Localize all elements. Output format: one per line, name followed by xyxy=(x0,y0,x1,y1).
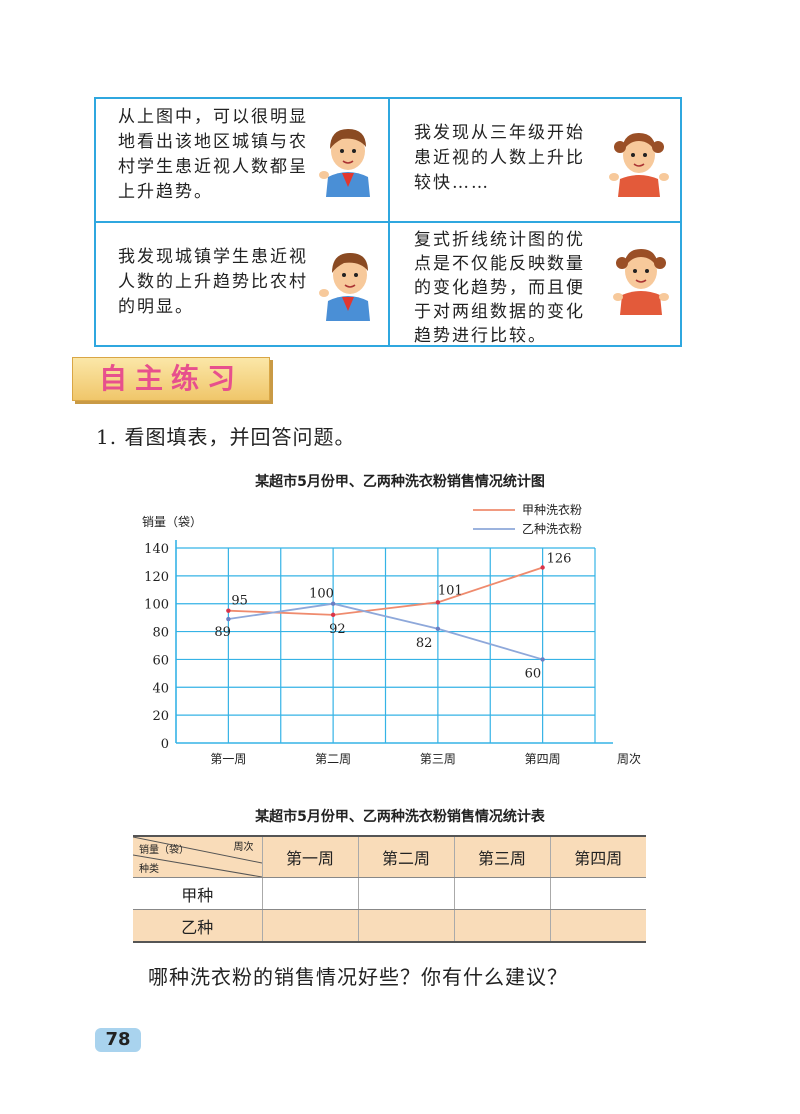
x-tick-label: 第三周 xyxy=(420,752,456,766)
table-cell-blank[interactable] xyxy=(261,877,358,910)
chart-series: 95 92 101 126 89 100 82 60 xyxy=(214,552,571,682)
table-cell-blank[interactable] xyxy=(453,877,550,910)
data-point xyxy=(540,565,545,570)
speech-line: 村学生患近视人数都呈 xyxy=(118,157,308,177)
table-cell-blank[interactable] xyxy=(549,909,646,943)
speech-line: 的变化趋势，而且便 xyxy=(414,278,585,298)
y-tick-label: 20 xyxy=(152,709,169,724)
y-axis-label: 销量（袋） xyxy=(142,515,202,529)
speech-line: 点是不仅能反映数量 xyxy=(414,254,585,274)
data-point xyxy=(226,608,231,613)
data-label: 60 xyxy=(525,666,542,681)
table-cell-blank[interactable] xyxy=(261,909,358,943)
data-label: 126 xyxy=(547,552,572,567)
discussion-grid: 从上图中，可以很明显 地看出该地区城镇与农 村学生患近视人数都呈 上升趋势。 我… xyxy=(94,97,682,347)
table-column-header: 第三周 xyxy=(453,835,550,878)
table-cell-blank[interactable] xyxy=(357,909,454,943)
table-column-header: 第二周 xyxy=(357,835,454,878)
table-column-header: 第四周 xyxy=(549,835,646,878)
y-tick-label: 100 xyxy=(144,598,169,613)
speech-line: 趋势进行比较。 xyxy=(414,326,547,346)
speech-bottom-left: 我发现城镇学生患近视 人数的上升趋势比农村 的明显。 xyxy=(118,245,308,320)
data-table: 销量（袋） 周次 种类 第一周 第二周 第三周 第四周 甲种 乙种 xyxy=(133,835,646,943)
speech-bottom-right: 复式折线统计图的优 点是不仅能反映数量 的变化趋势，而且便 于对两组数据的变化 … xyxy=(414,228,585,348)
table-cell-blank[interactable] xyxy=(549,877,646,910)
speech-line: 较快…… xyxy=(414,173,490,193)
x-axis-label: 周次 xyxy=(617,752,641,766)
boy-illustration xyxy=(319,129,370,197)
table-row: 甲种 xyxy=(133,877,646,910)
table-row-label: 乙种 xyxy=(133,909,262,943)
table-corner-cell: 销量（袋） 周次 种类 xyxy=(133,835,262,878)
y-tick-label: 40 xyxy=(152,681,169,696)
series-line xyxy=(228,566,543,616)
speech-line: 患近视的人数上升比 xyxy=(414,148,585,168)
chart-grid xyxy=(176,547,596,743)
data-label: 101 xyxy=(438,583,463,598)
line-chart: 0 20 40 60 80 100 120 140 第一周 第二周 第三周 第四周 销量（袋） 周次 95… xyxy=(142,502,641,766)
speech-line: 从上图中，可以很明显 xyxy=(118,107,308,127)
x-tick-label: 第二周 xyxy=(315,752,351,766)
table-row-label: 甲种 xyxy=(133,877,262,910)
table-cell-blank[interactable] xyxy=(357,877,454,910)
question-1: 1. 看图填表，并回答问题。 xyxy=(96,425,356,449)
speech-top-right: 我发现从三年级开始 患近视的人数上升比 较快…… xyxy=(414,121,585,196)
girl-illustration xyxy=(609,133,669,197)
corner-label-type: 种类 xyxy=(139,864,159,875)
speech-line: 上升趋势。 xyxy=(118,182,213,202)
speech-line: 复式折线统计图的优 xyxy=(414,230,585,250)
table-row: 乙种 xyxy=(133,909,646,943)
table-column-header: 第一周 xyxy=(261,835,358,878)
data-point xyxy=(330,601,336,606)
section-title: 自主练习 xyxy=(98,362,243,395)
data-point xyxy=(435,626,441,631)
page-number: 78 xyxy=(95,1028,141,1052)
corner-label-sales: 销量（袋） xyxy=(139,845,189,856)
data-point xyxy=(330,612,336,618)
legend-entry: 乙种洗衣粉 xyxy=(522,521,582,536)
y-tick-label: 60 xyxy=(152,653,169,668)
y-tick-label: 0 xyxy=(161,737,169,752)
table-title: 某超市5月份甲、乙两种洗衣粉销售情况统计表 xyxy=(255,809,545,825)
speech-line: 人数的上升趋势比农村 xyxy=(118,272,308,292)
speech-line: 的明显。 xyxy=(118,297,194,317)
y-tick-label: 120 xyxy=(144,570,169,585)
data-point xyxy=(435,600,441,605)
speech-line: 我发现从三年级开始 xyxy=(414,123,585,143)
data-label: 82 xyxy=(416,636,433,651)
boy-illustration xyxy=(319,253,370,321)
y-tick-label: 140 xyxy=(144,542,169,557)
chart-title: 某超市5月份甲、乙两种洗衣粉销售情况统计图 xyxy=(255,474,545,490)
data-point xyxy=(226,616,231,622)
y-tick-label: 80 xyxy=(152,626,169,641)
series-line xyxy=(228,602,543,661)
speech-top-left: 从上图中，可以很明显 地看出该地区城镇与农 村学生患近视人数都呈 上升趋势。 xyxy=(118,105,308,205)
section-banner: 自主练习 xyxy=(72,357,270,401)
chart-axes: 0 20 40 60 80 100 120 140 第一周 第二周 第三周 第四周 销量（袋） 周次 xyxy=(142,515,641,766)
data-label: 100 xyxy=(309,587,334,602)
table-cell-blank[interactable] xyxy=(453,909,550,943)
table-header-row: 销量（袋） 周次 种类 第一周 第二周 第三周 第四周 xyxy=(133,835,646,878)
speech-line: 我发现城镇学生患近视 xyxy=(118,247,308,267)
speech-line: 于对两组数据的变化 xyxy=(414,302,585,322)
data-label: 95 xyxy=(231,594,248,609)
data-point xyxy=(540,657,545,662)
data-label: 89 xyxy=(214,625,231,640)
closing-question: 哪种洗衣粉的销售情况好些？你有什么建议？ xyxy=(148,965,568,989)
speech-line: 地看出该地区城镇与农 xyxy=(118,132,308,152)
x-tick-label: 第一周 xyxy=(210,752,246,766)
grid-divider-horizontal xyxy=(96,221,680,223)
corner-diagonals xyxy=(133,837,262,877)
x-tick-label: 第四周 xyxy=(525,752,561,766)
data-label: 92 xyxy=(329,622,346,637)
corner-label-week: 周次 xyxy=(233,842,254,853)
legend-entry: 甲种洗衣粉 xyxy=(522,502,582,517)
girl-illustration xyxy=(613,249,669,315)
